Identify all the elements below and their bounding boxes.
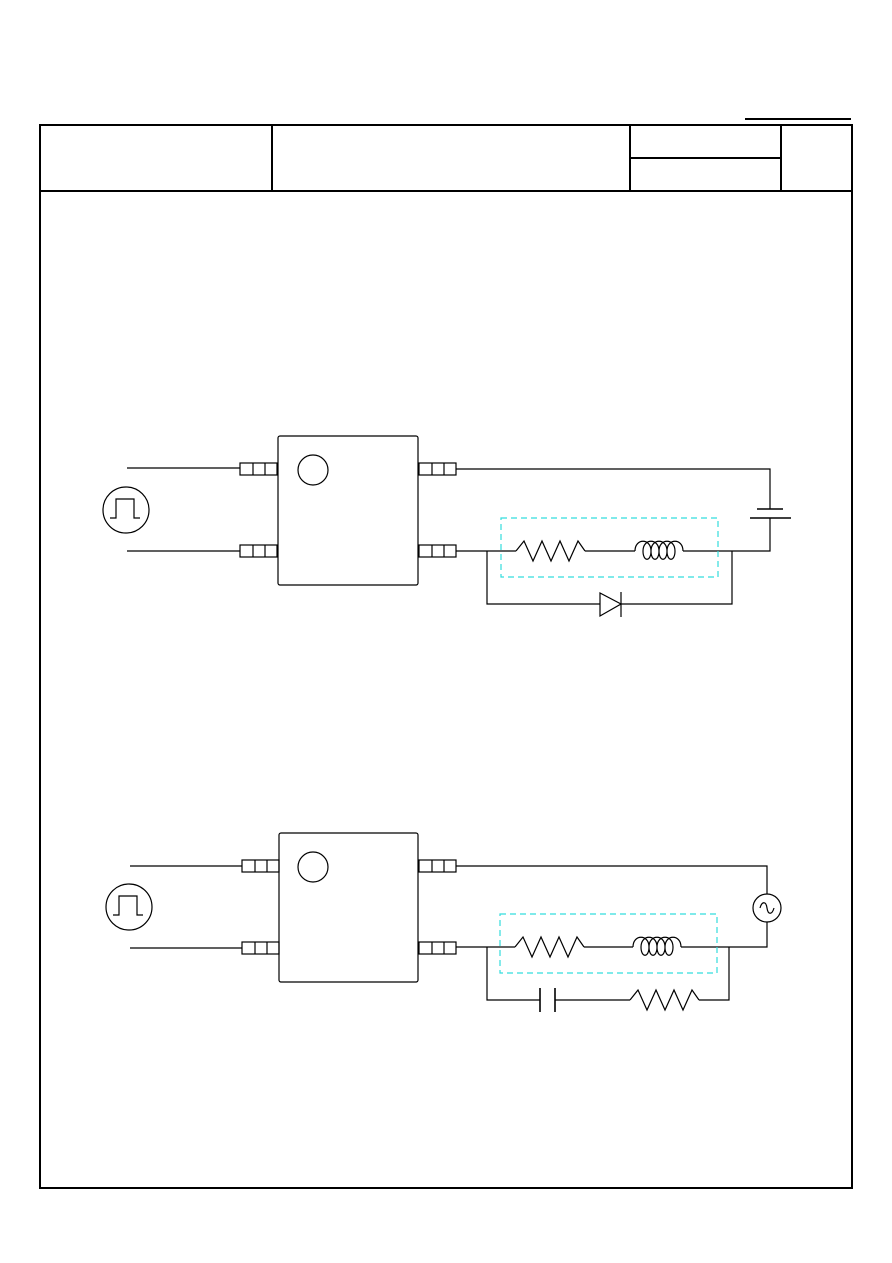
input-terminal-bottom [239, 544, 278, 558]
resistor-icon [515, 539, 586, 563]
circuit-ac-load [105, 832, 782, 1012]
battery-icon [750, 508, 791, 519]
output-terminal-top [418, 859, 457, 873]
input-terminal-top [241, 859, 280, 873]
ac-source-icon [752, 893, 782, 923]
square-pulse-source-icon [105, 883, 153, 931]
input-terminal-bottom [241, 941, 280, 955]
relay-body [277, 435, 419, 586]
resistor-icon [629, 988, 700, 1012]
inductor-icon [634, 540, 684, 560]
load-outline [500, 517, 719, 578]
relay-body [278, 832, 419, 983]
relay-indicator-icon [297, 454, 329, 486]
diode-icon [599, 592, 623, 618]
load-outline [499, 913, 718, 974]
inductor-icon [632, 936, 682, 956]
relay-indicator-icon [297, 851, 329, 883]
sheet-frame [39, 124, 853, 1189]
circuit-dc-load [102, 435, 791, 618]
square-pulse-source-icon [102, 486, 150, 534]
output-terminal-top [418, 462, 457, 476]
capacitor-icon [539, 988, 556, 1012]
output-terminal-bottom [418, 544, 457, 558]
title-block [40, 125, 852, 192]
output-terminal-bottom [418, 941, 457, 955]
resistor-icon [514, 935, 585, 959]
input-terminal-top [239, 462, 278, 476]
